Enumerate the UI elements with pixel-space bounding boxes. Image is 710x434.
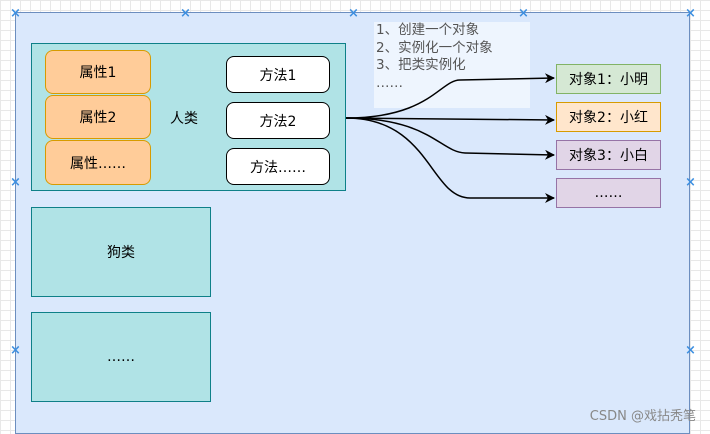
selection-handle-icon[interactable]: × [685, 343, 696, 358]
attribute-1-box[interactable]: 属性1 [45, 50, 151, 94]
selection-handle-icon[interactable]: × [10, 6, 21, 21]
selection-handle-icon[interactable]: × [180, 6, 191, 21]
object-label: …… [594, 185, 623, 201]
attribute-label: 属性1 [79, 65, 117, 81]
selection-handle-icon[interactable]: × [518, 6, 529, 21]
method-more-box[interactable]: 方法…… [226, 148, 330, 185]
object-label: 对象1：小明 [569, 72, 648, 88]
object-label: 对象2：小红 [569, 110, 648, 126]
object-2-box[interactable]: 对象2：小红 [556, 102, 661, 132]
selection-handle-icon[interactable]: × [10, 343, 21, 358]
object-more-box[interactable]: …… [556, 178, 661, 208]
instantiation-notes[interactable]: 1、创建一个对象 2、实例化一个对象 3、把类实例化 …… [374, 22, 530, 108]
arrow-to-object-1 [345, 73, 555, 119]
arrow-to-object-3 [345, 117, 555, 160]
attribute-label: 属性2 [79, 110, 117, 126]
watermark: CSDN @戏拈秃笔 [589, 409, 696, 424]
object-1-box[interactable]: 对象1：小明 [556, 64, 661, 94]
other-class-box[interactable]: …… [31, 312, 211, 402]
selection-handle-icon[interactable]: × [685, 6, 696, 21]
note-line: 1、创建一个对象 [376, 22, 480, 38]
person-class-label: 人类 [170, 111, 198, 127]
note-line: 2、实例化一个对象 [376, 39, 493, 56]
attribute-label: 属性…… [70, 155, 126, 172]
other-class-label: …… [107, 349, 135, 365]
selection-handle-icon[interactable]: × [685, 175, 696, 190]
method-label: 方法1 [259, 67, 297, 84]
arrow-to-object-2 [345, 114, 555, 125]
selection-handle-icon[interactable]: × [348, 6, 359, 21]
object-3-box[interactable]: 对象3：小白 [556, 140, 661, 170]
method-label: 方法…… [250, 159, 306, 176]
selection-handle-icon[interactable]: × [10, 175, 21, 190]
dog-class-label: 狗类 [107, 245, 135, 261]
method-label: 方法2 [259, 113, 297, 130]
attribute-2-box[interactable]: 属性2 [45, 95, 151, 139]
attribute-more-box[interactable]: 属性…… [45, 140, 151, 185]
note-line: …… [376, 74, 403, 91]
method-2-box[interactable]: 方法2 [226, 102, 330, 139]
dog-class-box[interactable]: 狗类 [31, 207, 211, 297]
arrow-to-object-more [345, 117, 555, 203]
note-line: 3、把类实例化 [376, 57, 466, 73]
object-label: 对象3：小白 [569, 148, 648, 164]
method-1-box[interactable]: 方法1 [226, 56, 330, 93]
